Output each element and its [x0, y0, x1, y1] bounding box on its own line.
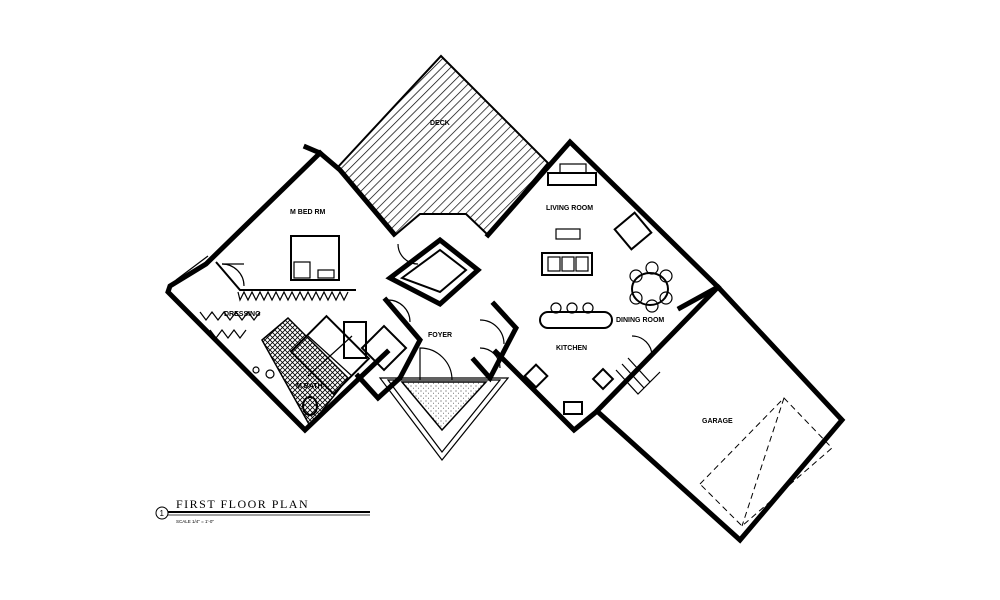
dining-room-label: DINING ROOM	[616, 317, 664, 324]
living-room-label: LIVING ROOM	[546, 205, 593, 212]
foyer-label: FOYER	[428, 332, 452, 339]
dressing-bath-area	[199, 311, 371, 428]
garage-label: GARAGE	[702, 418, 733, 425]
plan-scale: SCALE 1/4" = 1'-0"	[176, 519, 214, 524]
dressing-label: DRESSING	[224, 311, 261, 318]
deck-label: DECK	[430, 120, 450, 127]
garage-area	[594, 283, 846, 544]
plan-number: 1	[160, 509, 165, 518]
master-bedroom-wing	[165, 143, 398, 434]
stairs-foyer	[354, 236, 520, 461]
kitchen-label: KITCHEN	[556, 345, 587, 352]
title-block: 1 FIRST FLOOR PLAN SCALE 1/4" = 1'-0"	[155, 497, 370, 524]
master-bath-label: M BATH	[296, 383, 323, 390]
master-bedroom-label: M BED RM	[290, 209, 326, 216]
plan-title: FIRST FLOOR PLAN	[176, 497, 309, 511]
living-dining-kitchen	[484, 138, 722, 434]
deck-area	[335, 54, 550, 238]
